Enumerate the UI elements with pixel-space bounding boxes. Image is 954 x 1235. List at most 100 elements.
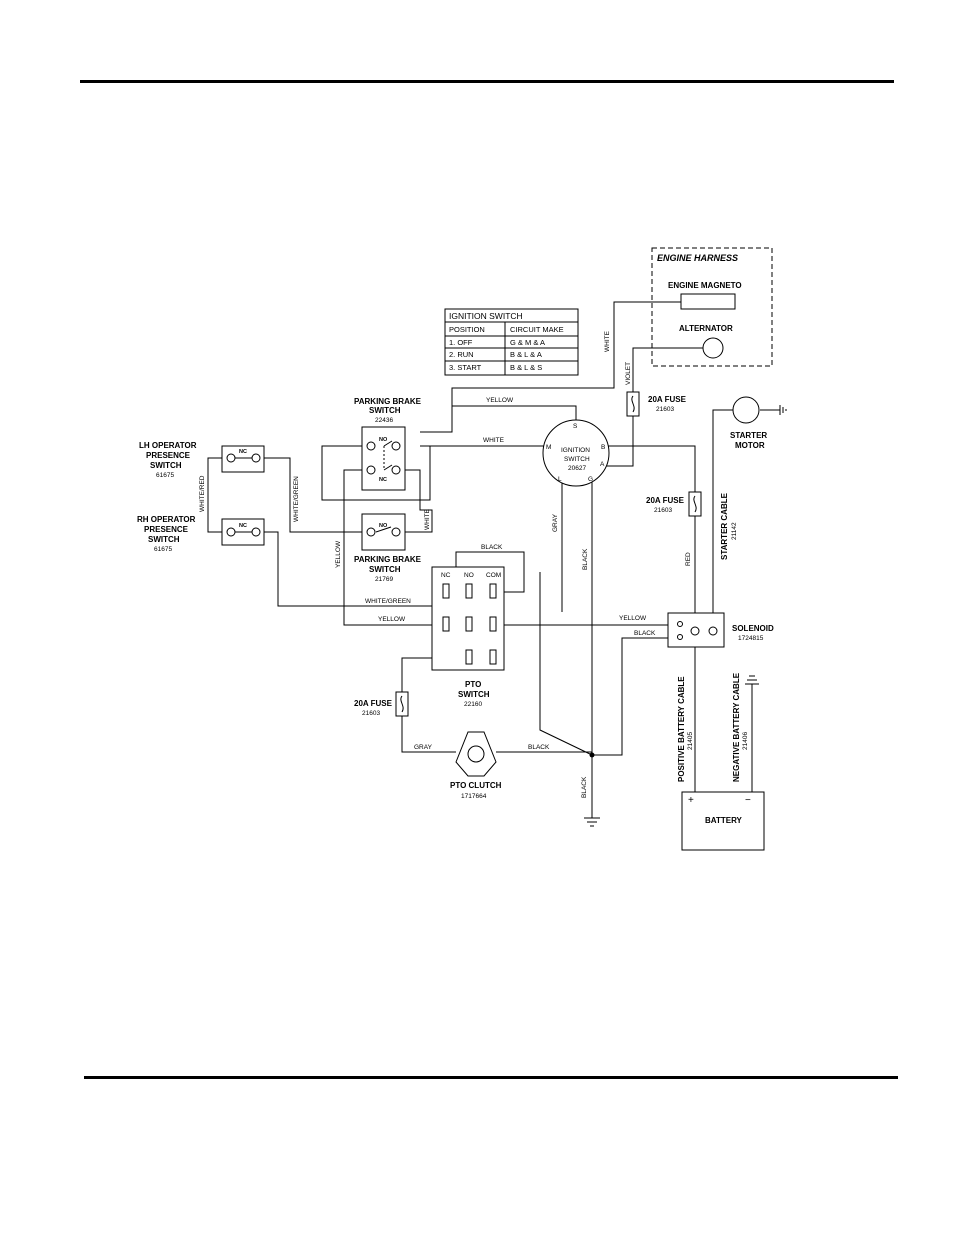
pto-contact-nc: NC [441,572,451,579]
lh-presence-contact: NC [239,449,247,455]
pto-switch: NC NO COM PTO SWITCH 22160 [431,566,505,708]
parking-brake-switch-2: NO PARKING BRAKE SWITCH 21769 [354,513,422,583]
fuse-mid-part: 21603 [654,507,672,514]
positive-cable-part: 21405 [687,732,694,750]
starter-cable-part: 21142 [731,522,738,540]
fuse-mid: 20A FUSE 21603 [646,491,702,517]
ignition-table-header-position: POSITION [449,325,485,334]
engine-harness: ENGINE HARNESS ENGINE MAGNETO ALTERNATOR [651,247,773,367]
wire-gray-clutch: GRAY [414,744,433,751]
ignition-terminal-l: L [558,476,562,483]
wire-white-green-left: WHITE/GREEN [293,476,300,522]
starter-motor: STARTER MOTOR [730,396,767,450]
ignition-table-header-circuit: CIRCUIT MAKE [510,325,564,334]
solenoid: SOLENOID 1724815 [667,612,774,648]
wire-black-solenoid: BLACK [634,630,656,637]
negative-cable-part: 21406 [742,732,749,750]
ignition-switch: IGNITION SWITCH 20627 S M B A L G [542,419,610,487]
lh-presence-name-2: PRESENCE [146,451,191,460]
wire-red: RED [685,552,692,566]
pto-contact-com: COM [486,572,501,579]
wire-black-ground: BLACK [581,776,588,798]
pto-switch-name-1: PTO [465,680,481,689]
ignition-switch-name-1: IGNITION [561,447,590,454]
alternator-symbol [702,337,724,359]
rh-presence-name-2: PRESENCE [144,525,189,534]
pto-contact-no: NO [464,572,474,579]
parking-brake-1-part: 22436 [375,417,393,424]
starter-motor-name-1: STARTER [730,431,767,440]
wire-yellow-mid: YELLOW [378,616,406,623]
fuse-top: 20A FUSE 21603 [626,391,687,417]
ignition-terminal-b: B [601,444,605,451]
alternator-label: ALTERNATOR [679,324,733,333]
top-rule [80,80,894,83]
battery: + − BATTERY [681,791,765,851]
wire-white-green-bottom: WHITE/GREEN [365,598,411,605]
parking-brake-1-name-2: SWITCH [369,406,401,415]
rh-presence-name-1: RH OPERATOR [137,515,196,524]
ignition-table-row-1-circuit: G & M & A [510,338,545,347]
fuse-pto: 20A FUSE 21603 [354,691,409,717]
wires [207,301,787,827]
positive-cable-name: POSITIVE BATTERY CABLE [677,676,686,782]
wire-gray-ign: GRAY [552,513,559,532]
wire-yellow-solenoid: YELLOW [619,615,647,622]
pto-clutch-name: PTO CLUTCH [450,781,502,790]
ignition-switch-name-2: SWITCH [564,456,590,463]
parking-brake-1-contact-nc: NC [379,477,387,483]
lh-presence-part: 61675 [156,472,174,479]
wire-white-red: WHITE/RED [199,475,206,512]
pto-switch-name-2: SWITCH [458,690,490,699]
rh-presence-name-3: SWITCH [148,535,180,544]
parking-brake-2-contact: NO [379,523,388,529]
negative-cable-name: NEGATIVE BATTERY CABLE [732,672,741,782]
ignition-table-row-3-circuit: B & L & S [510,363,542,372]
engine-harness-title: ENGINE HARNESS [657,253,738,263]
wire-white-top: WHITE [604,330,611,352]
pto-switch-part: 22160 [464,701,482,708]
ignition-switch-part: 20627 [568,465,586,472]
lh-presence-name-1: LH OPERATOR [139,441,197,450]
starter-cable-name: STARTER CABLE [720,492,729,560]
wire-white-mid: WHITE [483,437,505,444]
starter-motor-name-2: MOTOR [735,441,765,450]
ignition-table-row-1-position: 1. OFF [449,338,473,347]
rh-presence-contact: NC [239,523,247,529]
wire-yellow-top: YELLOW [486,397,514,404]
ignition-terminal-a: A [600,461,605,468]
battery-plus: + [688,795,694,806]
ignition-table-title: IGNITION SWITCH [449,311,523,321]
parking-brake-switch-1: PARKING BRAKE SWITCH 22436 NO NC [354,397,422,491]
pto-clutch: PTO CLUTCH 1717664 [450,731,502,800]
battery-name: BATTERY [705,816,743,825]
rh-operator-presence-switch: RH OPERATOR PRESENCE SWITCH 61675 NC [137,515,265,553]
parking-brake-1-contact-no: NO [379,437,388,443]
parking-brake-2-part: 21769 [375,576,393,583]
ignition-terminal-g: G [588,476,593,483]
solenoid-name: SOLENOID [732,624,774,633]
lh-operator-presence-switch: LH OPERATOR PRESENCE SWITCH 61675 NC [139,441,265,479]
parking-brake-1-name-1: PARKING BRAKE [354,397,422,406]
battery-minus: − [745,795,751,806]
wire-black-clutch: BLACK [528,744,550,751]
ignition-table-row-2-position: 2. RUN [449,350,474,359]
fuse-mid-name: 20A FUSE [646,496,685,505]
ignition-terminal-s: S [573,423,578,430]
fuse-top-part: 21603 [656,406,674,413]
pto-clutch-part: 1717664 [461,793,487,800]
fuse-pto-name: 20A FUSE [354,699,393,708]
wire-white-pb: WHITE [424,508,431,530]
wire-yellow-left: YELLOW [335,540,342,568]
bottom-rule [84,1076,898,1079]
ignition-terminal-m: M [546,444,551,451]
parking-brake-2-name-2: SWITCH [369,565,401,574]
ignition-switch-table: IGNITION SWITCH POSITION CIRCUIT MAKE 1.… [444,308,579,376]
rh-presence-part: 61675 [154,546,172,553]
lh-presence-name-3: SWITCH [150,461,182,470]
engine-magneto-label: ENGINE MAGNETO [668,281,742,290]
wire-black-pto-top: BLACK [481,544,503,551]
fuse-pto-part: 21603 [362,710,380,717]
engine-magneto-box [680,293,736,310]
